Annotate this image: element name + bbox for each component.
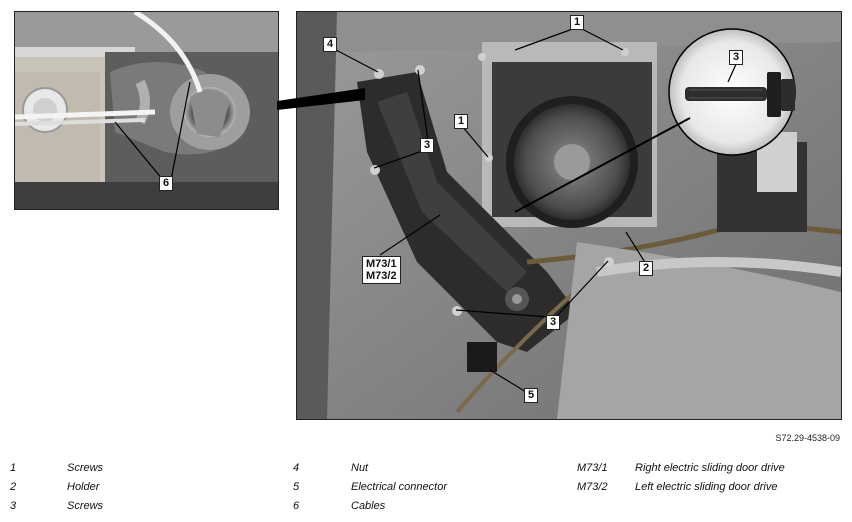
- legend-text: Cables: [351, 500, 386, 512]
- legend-text: Electrical connector: [351, 481, 447, 493]
- callout-4: 4: [323, 37, 338, 52]
- legend-row: 3 Screws 6 Cables: [0, 500, 852, 518]
- callout-3-upper: 3: [420, 138, 435, 153]
- legend-key: 3: [10, 500, 17, 512]
- legend-text: Screws: [67, 462, 104, 474]
- legend-text: Holder: [67, 481, 100, 493]
- legend-text: Right electric sliding door drive: [635, 462, 785, 474]
- legend-key: 6: [293, 500, 300, 512]
- legend-key: 4: [293, 462, 300, 474]
- callout-m73: M73/1 M73/2: [362, 256, 401, 284]
- legend-text: Screws: [67, 500, 104, 512]
- legend-key: 1: [10, 462, 17, 474]
- callout-m73-line2: M73/2: [366, 270, 397, 282]
- figure-reference: S72.29-4538-09: [775, 433, 840, 443]
- legend-row: 1 Screws 4 Nut M73/1 Right electric slid…: [0, 462, 852, 480]
- detail-inset-photo: [14, 11, 279, 210]
- callout-2: 2: [639, 261, 654, 276]
- legend-text: Nut: [351, 462, 369, 474]
- callout-3-zoom: 3: [729, 50, 744, 65]
- callout-5: 5: [524, 388, 539, 403]
- callout-1-top: 1: [570, 15, 585, 30]
- legend-text: Left electric sliding door drive: [635, 481, 778, 493]
- main-door-photo: [296, 11, 842, 420]
- legend-key: M73/2: [577, 481, 608, 493]
- legend-key: M73/1: [577, 462, 608, 474]
- callout-6: 6: [159, 176, 174, 191]
- legend-key: 5: [293, 481, 300, 493]
- legend-key: 2: [10, 481, 17, 493]
- callout-1-left: 1: [454, 114, 469, 129]
- callout-3-lower: 3: [546, 315, 561, 330]
- legend-row: 2 Holder 5 Electrical connector M73/2 Le…: [0, 481, 852, 499]
- callout-m73-line1: M73/1: [366, 258, 397, 270]
